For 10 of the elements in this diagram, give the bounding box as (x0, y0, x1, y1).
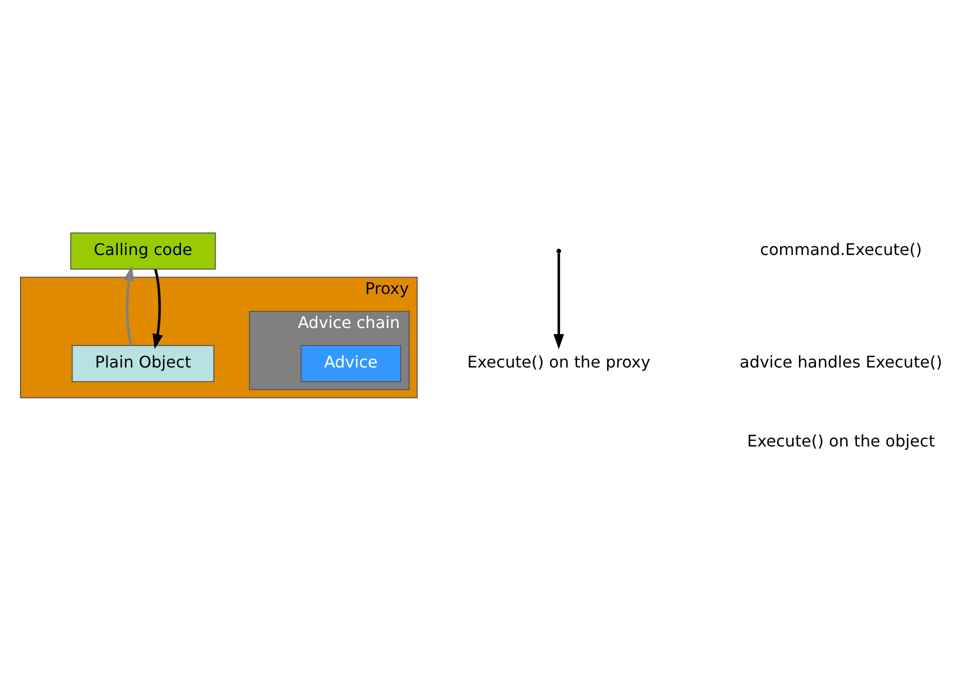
arrow (124, 265, 134, 346)
arrow (152, 268, 163, 349)
label: advice handles Execute() (740, 352, 942, 371)
label: Execute() on the object (747, 431, 935, 450)
node-text: Execute() on the proxy (467, 352, 650, 371)
node-box: Advice (300, 344, 402, 382)
node-box: Plain Object (72, 344, 214, 382)
label: command.Execute() (760, 239, 922, 258)
node-box: Calling code (70, 232, 216, 270)
arrow (554, 252, 564, 349)
